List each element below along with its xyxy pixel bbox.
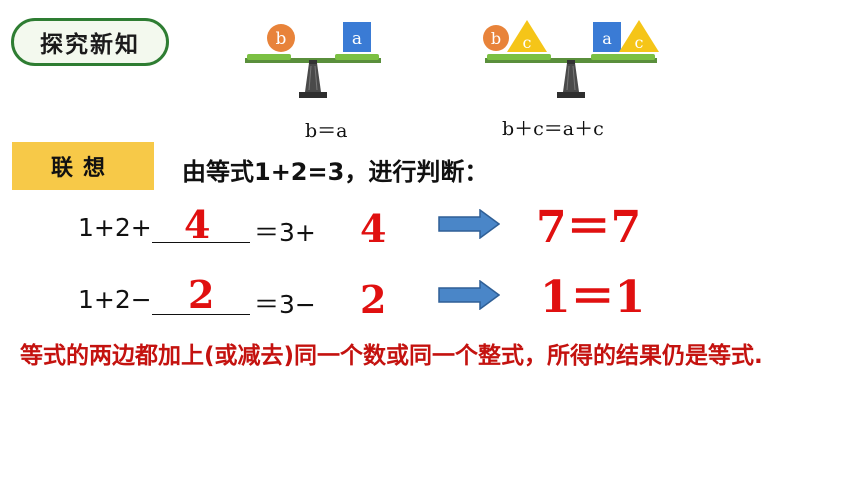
- section-title-pill: 探究新知: [11, 18, 169, 66]
- balance-base: [299, 92, 327, 98]
- weight-label-b: b: [491, 29, 501, 48]
- weight-square-a: [593, 22, 621, 52]
- arrow-right-icon: [438, 209, 500, 239]
- balance-stand: [305, 63, 321, 92]
- arrow-right-icon: [438, 280, 500, 310]
- balance-base: [557, 92, 585, 98]
- balance-label-2: b＋c＝a＋c: [502, 118, 604, 140]
- right-pan: [591, 54, 655, 60]
- left-pan: [487, 54, 551, 60]
- weight-label-a: a: [602, 29, 612, 48]
- weight-label-c: c: [635, 33, 644, 52]
- weight-circle-b: [483, 25, 509, 51]
- equation-2-right: ＝3−: [254, 290, 316, 319]
- balance-label-1: b＝a: [305, 120, 348, 142]
- association-label-text: 联想: [50, 156, 115, 181]
- weight-circle-b: [267, 24, 295, 52]
- equation-2-left: 1+2−: [78, 285, 152, 314]
- balance-scale-2: b c a c: [483, 20, 659, 98]
- weight-label-c: c: [523, 33, 532, 52]
- weight-triangle-c: [507, 20, 547, 52]
- left-pan: [247, 54, 291, 60]
- equation-1-result: 7＝7: [536, 202, 642, 253]
- balance-stand: [563, 63, 579, 92]
- weight-square-a: [343, 22, 371, 52]
- section-title: 探究新知: [40, 32, 140, 58]
- balance-scale-1: b a: [245, 22, 381, 98]
- right-pan: [335, 54, 379, 60]
- equation-1-right: ＝3+: [254, 218, 316, 247]
- equation-1-blank-answer: 4: [184, 202, 211, 247]
- equation-2-blank-line: [152, 314, 250, 315]
- equation-2-right-value: 2: [360, 277, 387, 322]
- association-text: 由等式1+2=3，进行判断：: [182, 158, 489, 186]
- equation-1-left: 1+2+: [78, 213, 152, 242]
- equation-1-blank-line: [152, 242, 250, 243]
- association-label: 联想: [12, 142, 154, 190]
- equation-2-result: 1＝1: [540, 272, 646, 323]
- weight-label-b: b: [276, 29, 287, 49]
- equation-2-blank-answer: 2: [188, 272, 215, 317]
- conclusion-text: 等式的两边都加上(或减去)同一个数或同一个整式，所得的结果仍是等式.: [20, 343, 763, 369]
- weight-triangle-c: [619, 20, 659, 52]
- equation-1-right-value: 4: [360, 206, 387, 251]
- weight-label-a: a: [352, 29, 362, 49]
